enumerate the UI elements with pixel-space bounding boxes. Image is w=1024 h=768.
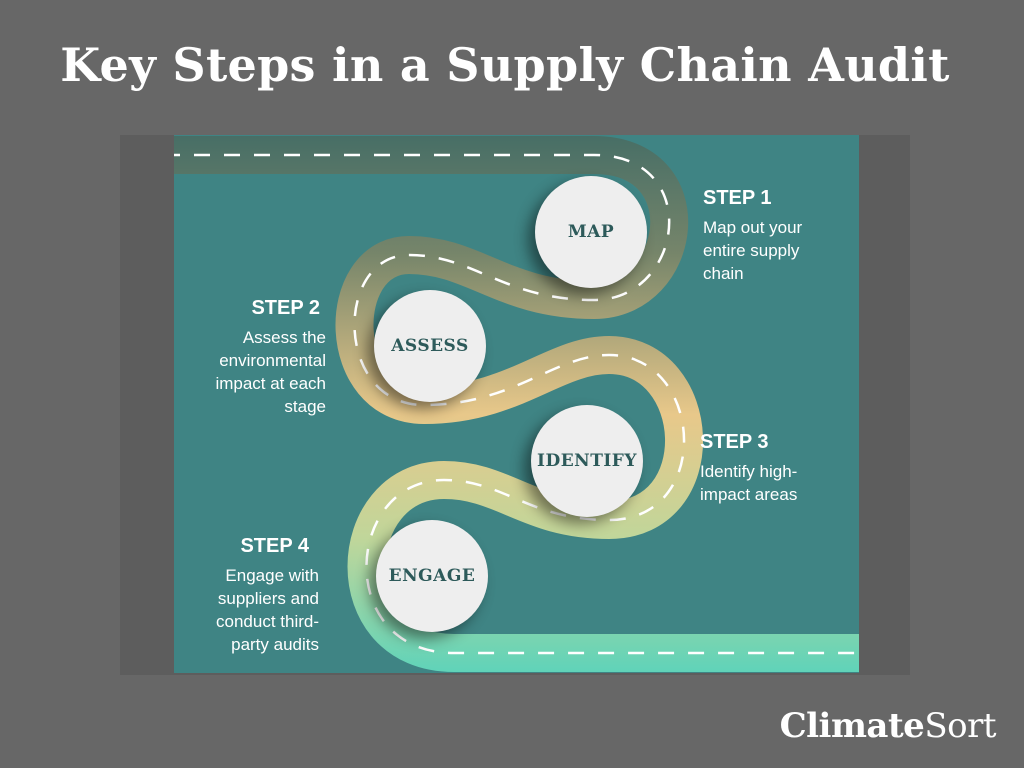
step-4-desc-line: Engage with [225, 566, 319, 585]
step-1-text: STEP 1 Map out your entire supply chain [703, 187, 802, 285]
step-2-description: Assess the environmental impact at each … [215, 326, 326, 418]
step-3-circle: IDENTIFY [531, 405, 643, 517]
step-1-number: STEP 1 [703, 187, 772, 209]
step-4-number: STEP 4 [240, 535, 309, 557]
step-1-circle: MAP [535, 176, 647, 288]
step-3-number: STEP 3 [700, 431, 769, 453]
step-2-circle: ASSESS [374, 290, 486, 402]
step-3-description: Identify high- impact areas [700, 460, 797, 506]
winding-road [174, 136, 859, 672]
step-4-desc-line: suppliers and [217, 589, 319, 608]
brand-part-1: Climate [779, 706, 925, 746]
step-3-text: STEP 3 Identify high- impact areas [700, 431, 797, 506]
road-dashes [174, 153, 859, 655]
page-title: Key Steps in a Supply Chain Audit [60, 38, 950, 92]
step-2-number: STEP 2 [251, 297, 320, 319]
step-4-desc-line: party audits [231, 635, 319, 654]
roadmap-panel: MAP ASSESS IDENTIFY ENGAGE [174, 135, 859, 673]
step-2-desc-line: impact at each [215, 374, 326, 393]
brand-part-2: Sort [924, 706, 996, 746]
step-4-desc-line: conduct third- [216, 612, 319, 631]
step-4-text: STEP 4 Engage with suppliers and conduct… [216, 535, 319, 656]
step-1-desc-line: entire supply [703, 241, 800, 260]
step-3-desc-line: Identify high- [700, 462, 798, 481]
step-4-description: Engage with suppliers and conduct third-… [216, 564, 319, 656]
brand-logo: ClimateSort [779, 706, 997, 746]
step-3-desc-line: impact areas [700, 485, 798, 504]
step-2-text: STEP 2 Assess the environmental impact a… [215, 297, 326, 418]
step-4-circle: ENGAGE [376, 520, 488, 632]
step-1-desc-line: Map out your [703, 218, 803, 237]
step-2-desc-line: environmental [219, 351, 326, 370]
step-1-desc-line: chain [703, 264, 744, 283]
step-1-description: Map out your entire supply chain [703, 216, 802, 285]
step-2-desc-line: stage [284, 397, 326, 416]
step-2-desc-line: Assess the [242, 328, 326, 347]
